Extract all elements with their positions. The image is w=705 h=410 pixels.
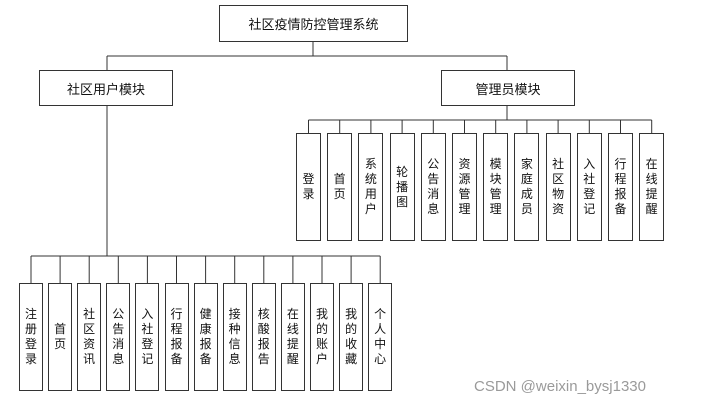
admin-child-node: 轮播图: [389, 133, 415, 241]
admin-child-label: 在线提醒: [645, 157, 658, 216]
user-child-node: 在线提醒: [280, 283, 305, 391]
user-module-label: 社区用户模块: [66, 82, 145, 98]
user-child-node: 社区资讯: [77, 283, 102, 391]
admin-child-node: 行程报备: [608, 133, 633, 241]
admin-child-label: 资源管理: [458, 157, 471, 216]
user-module-node: 社区用户模块: [39, 70, 173, 106]
user-child-node: 公告消息: [106, 283, 131, 391]
admin-child-node: 模块管理: [483, 133, 509, 241]
admin-child-node: 资源管理: [452, 133, 477, 241]
admin-child-label: 公告消息: [427, 157, 440, 216]
user-child-label: 行程报备: [170, 307, 183, 366]
user-child-label: 社区资讯: [83, 307, 96, 366]
user-child-label: 健康报备: [199, 307, 212, 366]
admin-child-node: 登录: [296, 133, 321, 241]
user-child-label: 个人中心: [374, 307, 387, 366]
user-child-node: 核酸报告: [251, 283, 276, 391]
admin-child-label: 社区物资: [552, 157, 565, 216]
admin-child-label: 登录: [302, 172, 315, 201]
admin-child-label: 轮播图: [396, 164, 409, 209]
user-child-label: 核酸报告: [257, 307, 270, 366]
admin-child-label: 入社登记: [583, 157, 596, 216]
user-child-label: 入社登记: [141, 307, 154, 366]
user-child-node: 我的收藏: [339, 283, 364, 391]
user-child-node: 接种信息: [222, 283, 247, 391]
admin-child-label: 首页: [333, 172, 346, 201]
admin-child-node: 在线提醒: [639, 133, 665, 241]
user-child-label: 接种信息: [228, 307, 241, 366]
admin-module-label: 管理员模块: [475, 82, 541, 98]
admin-child-label: 系统用户: [364, 157, 377, 216]
admin-child-label: 行程报备: [614, 157, 627, 216]
user-child-node: 我的账户: [310, 283, 334, 391]
admin-child-node: 家庭成员: [514, 133, 540, 241]
admin-child-label: 家庭成员: [520, 157, 533, 216]
user-child-label: 我的账户: [315, 307, 328, 366]
admin-child-node: 首页: [327, 133, 353, 241]
user-child-node: 注册登录: [19, 283, 43, 391]
user-child-node: 入社登记: [135, 283, 160, 391]
admin-child-label: 模块管理: [489, 157, 502, 216]
admin-child-node: 入社登记: [576, 133, 602, 241]
user-child-node: 行程报备: [164, 283, 189, 391]
admin-child-node: 社区物资: [545, 133, 571, 241]
root-node: 社区疫情防控管理系统: [219, 5, 408, 42]
user-child-label: 我的收藏: [345, 307, 358, 366]
user-child-label: 公告消息: [112, 307, 125, 366]
user-child-node: 健康报备: [193, 283, 218, 391]
user-child-node: 个人中心: [368, 283, 393, 391]
user-child-label: 在线提醒: [286, 307, 299, 366]
admin-module-node: 管理员模块: [441, 70, 575, 106]
admin-child-node: 系统用户: [358, 133, 384, 241]
admin-child-node: 公告消息: [420, 133, 446, 241]
root-node-label: 社区疫情防控管理系统: [248, 18, 379, 33]
user-child-label: 注册登录: [24, 307, 37, 366]
user-child-label: 首页: [54, 322, 67, 351]
user-child-node: 首页: [48, 283, 73, 391]
watermark: CSDN @weixin_bysj1330: [474, 378, 646, 395]
